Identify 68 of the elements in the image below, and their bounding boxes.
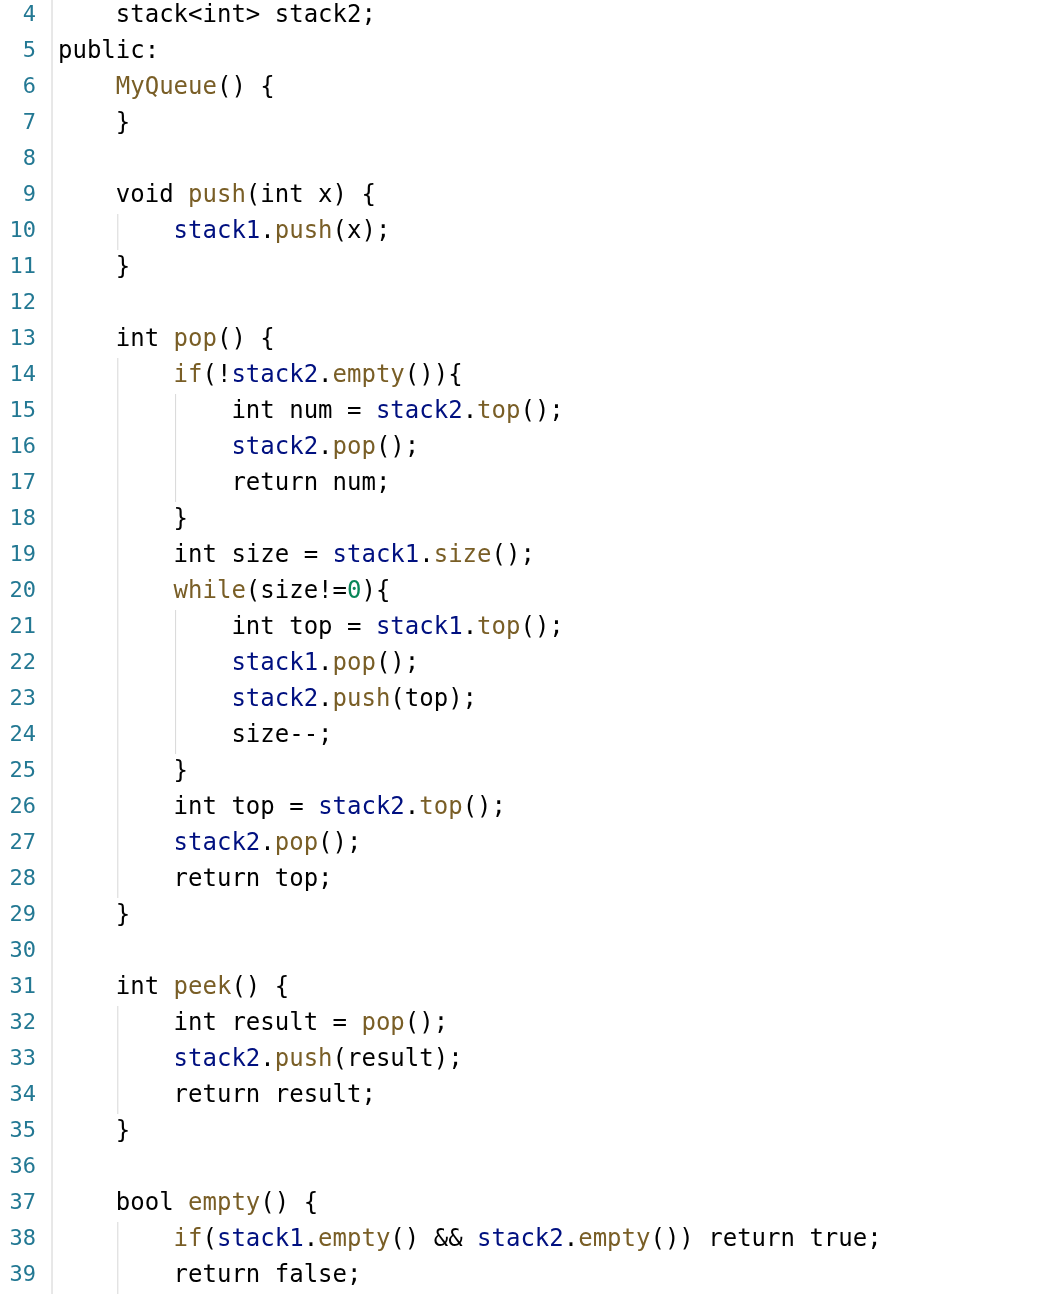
code-line: bool empty() { (115, 1187, 319, 1217)
line-number: 24 (8, 720, 36, 748)
line-number: 19 (8, 540, 36, 568)
line-number: 34 (8, 1080, 36, 1108)
code-line: size--; (231, 719, 333, 749)
line-number: 35 (8, 1116, 36, 1144)
line-number: 37 (8, 1188, 36, 1216)
line-number: 28 (8, 864, 36, 892)
line-number: 32 (8, 1008, 36, 1036)
line-number: 16 (8, 432, 36, 460)
code-line: stack2.push(result); (173, 1043, 463, 1073)
code-line: } (115, 107, 131, 137)
line-number: 9 (21, 180, 36, 208)
line-number: 14 (8, 360, 36, 388)
code-line: return result; (173, 1079, 376, 1109)
line-number: 25 (8, 756, 36, 784)
code-line: MyQueue() { (115, 71, 275, 101)
line-number: 29 (8, 900, 36, 928)
line-number: 31 (8, 972, 36, 1000)
code-line: int top = stack2.top(); (173, 791, 506, 821)
code-line: stack2.pop(); (173, 827, 362, 857)
code-line: return num; (231, 467, 391, 497)
line-number: 39 (8, 1260, 36, 1288)
line-number: 20 (8, 576, 36, 604)
line-number: 11 (8, 252, 36, 280)
code-line: while(size!=0){ (173, 575, 391, 605)
line-number: 12 (8, 288, 36, 316)
code-line: int result = pop(); (173, 1007, 449, 1037)
line-number: 10 (8, 216, 36, 244)
code-line: public: (58, 35, 160, 65)
code-line: int peek() { (115, 971, 290, 1001)
code-line: } (115, 1115, 131, 1145)
line-number: 36 (8, 1152, 36, 1180)
code-line: } (173, 755, 189, 785)
code-line: return false; (173, 1259, 362, 1289)
code-line: } (115, 251, 131, 281)
line-number: 38 (8, 1224, 36, 1252)
line-number: 33 (8, 1044, 36, 1072)
code-line: void push(int x) { (115, 179, 376, 209)
line-number: 8 (21, 144, 36, 172)
line-number: 15 (8, 396, 36, 424)
code-line: } (115, 899, 131, 929)
line-number: 26 (8, 792, 36, 820)
line-number: 30 (8, 936, 36, 964)
code-line: int num = stack2.top(); (231, 395, 564, 425)
line-number: 5 (21, 36, 36, 64)
line-number: 18 (8, 504, 36, 532)
code-line: stack2.push(top); (231, 683, 478, 713)
line-number: 4 (21, 0, 36, 28)
line-number: 23 (8, 684, 36, 712)
code-line: int top = stack1.top(); (231, 611, 564, 641)
code-line: if(stack1.empty() && stack2.empty()) return true; (173, 1223, 882, 1253)
line-number: 6 (21, 72, 36, 100)
code-line: return top; (173, 863, 333, 893)
line-number: 22 (8, 648, 36, 676)
code-line: stack1.push(x); (173, 215, 391, 245)
code-line: int pop() { (115, 323, 275, 353)
code-line: } (173, 503, 189, 533)
code-line: stack<int> stack2; (115, 0, 376, 29)
line-number: 7 (21, 108, 36, 136)
line-number: 13 (8, 324, 36, 352)
code-line: stack2.pop(); (231, 431, 420, 461)
code-line: int size = stack1.size(); (173, 539, 535, 569)
line-number: 17 (8, 468, 36, 496)
line-number: 27 (8, 828, 36, 856)
line-number: 21 (8, 612, 36, 640)
code-line: stack1.pop(); (231, 647, 420, 677)
code-line: if(!stack2.empty()){ (173, 359, 463, 389)
